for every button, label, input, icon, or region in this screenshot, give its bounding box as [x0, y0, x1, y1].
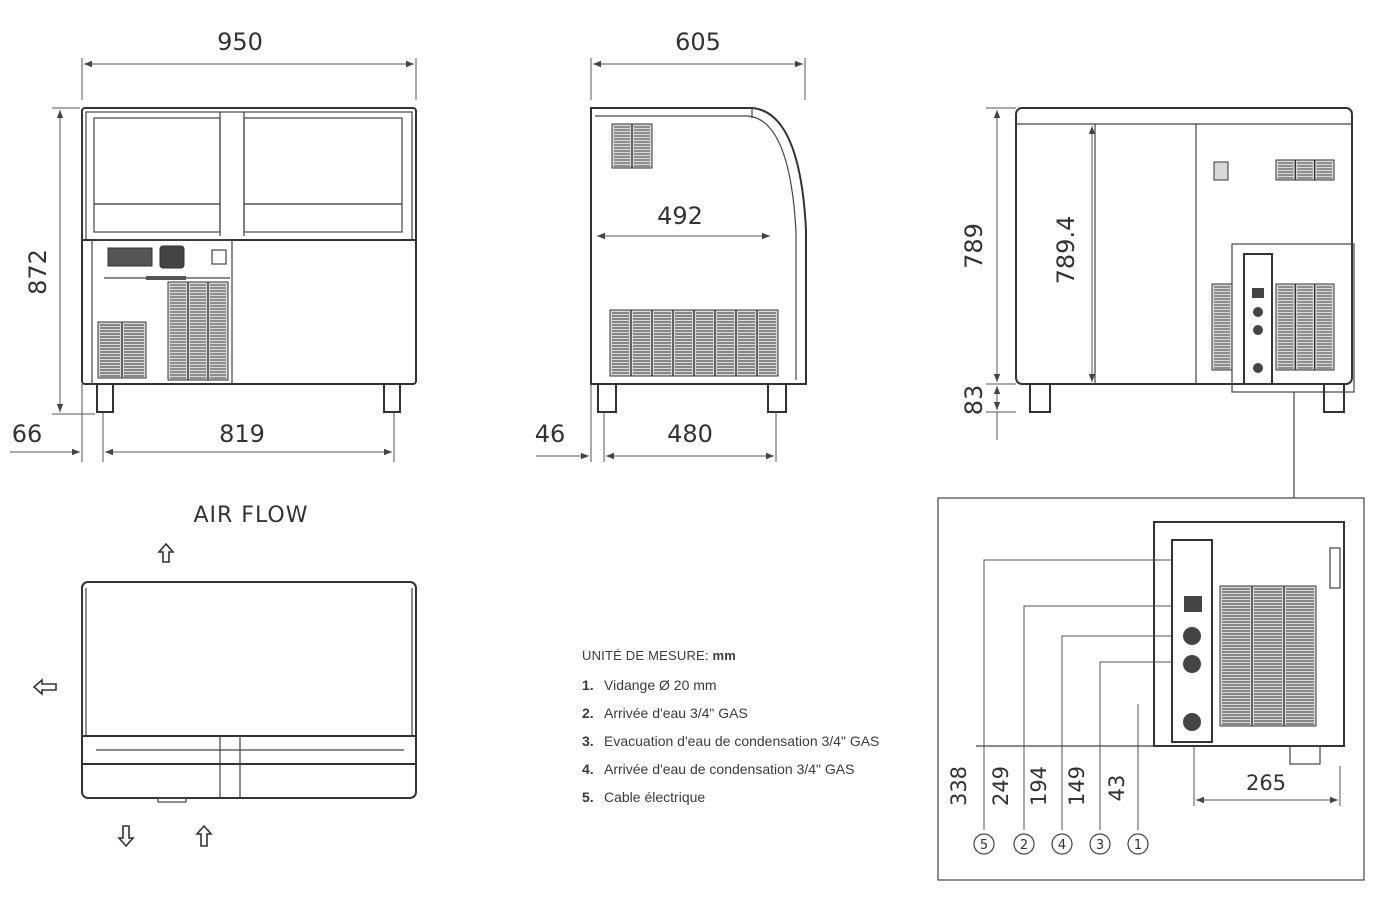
side-inner-depth-dim: 492 [657, 202, 703, 230]
legend-item-text: Evacuation d'eau de condensation 3/4" GA… [604, 733, 880, 749]
front-height-dim: 872 [24, 249, 52, 295]
legend-item: 3. Evacuation d'eau de condensation 3/4"… [582, 733, 882, 750]
legend-title-prefix: UNITÉ DE MESURE: [582, 648, 709, 663]
detail-height-43: 43 [1105, 775, 1129, 802]
rear-view: 789 83 789.4 [960, 107, 1355, 498]
detail-height-149: 149 [1065, 766, 1089, 806]
ref-circle-3: 3 [1096, 838, 1104, 853]
ref-circle-1: 1 [1134, 838, 1142, 853]
rear-height-inner-dim: 789.4 [1052, 216, 1080, 285]
legend-item: 5. Cable électrique [582, 789, 882, 806]
legend-item: 4. Arrivée d'eau de condensation 3/4" GA… [582, 761, 882, 778]
legend-item-text: Vidange Ø 20 mm [604, 677, 717, 693]
front-leg-span-dim: 819 [219, 420, 265, 448]
legend-item-number: 5. [582, 789, 594, 805]
ref-circle-4: 4 [1058, 838, 1066, 853]
legend-item: 1. Vidange Ø 20 mm [582, 677, 882, 694]
ref-circle-5: 5 [980, 838, 988, 853]
front-view: 950 872 66 819 [10, 28, 417, 462]
airflow-arrow-down [117, 825, 135, 848]
legend-item-number: 2. [582, 705, 594, 721]
detail-height-338: 338 [947, 766, 971, 806]
side-leg-span-dim: 480 [667, 420, 713, 448]
legend-title: UNITÉ DE MESURE: mm [582, 648, 882, 663]
side-view: 605 492 46 480 [535, 28, 807, 462]
detail-width-dim: 265 [1246, 771, 1286, 795]
legend-item-number: 4. [582, 761, 594, 777]
side-leg-height-dim: 46 [535, 420, 566, 448]
airflow-label: AIR FLOW [193, 503, 308, 528]
legend-item-text: Arrivée d'eau de condensation 3/4" GAS [604, 761, 855, 777]
rear-leg-height-dim: 83 [960, 385, 988, 416]
legend: UNITÉ DE MESURE: mm 1. Vidange Ø 20 mm 2… [582, 648, 882, 817]
legend-item: 2. Arrivée d'eau 3/4" GAS [582, 705, 882, 722]
detail-height-194: 194 [1027, 766, 1051, 806]
ref-circle-2: 2 [1020, 838, 1028, 853]
front-width-dim: 950 [217, 28, 263, 56]
airflow-arrow-up-top [157, 542, 175, 563]
legend-item-number: 3. [582, 733, 594, 749]
top-view: AIR FLOW [32, 503, 417, 848]
airflow-arrow-left [32, 678, 57, 696]
legend-item-text: Arrivée d'eau 3/4" GAS [604, 705, 748, 721]
side-depth-dim: 605 [675, 28, 721, 56]
legend-item-text: Cable électrique [604, 789, 706, 805]
legend-title-unit: mm [712, 648, 737, 663]
detail-view: 338 249 194 149 43 5 2 4 3 1 265 [937, 497, 1365, 881]
rear-height-outer-dim: 789 [960, 223, 988, 269]
front-leg-height-dim: 66 [12, 420, 43, 448]
detail-height-249: 249 [989, 766, 1013, 806]
airflow-arrow-up-bottom [195, 824, 213, 847]
legend-item-number: 1. [582, 677, 594, 693]
